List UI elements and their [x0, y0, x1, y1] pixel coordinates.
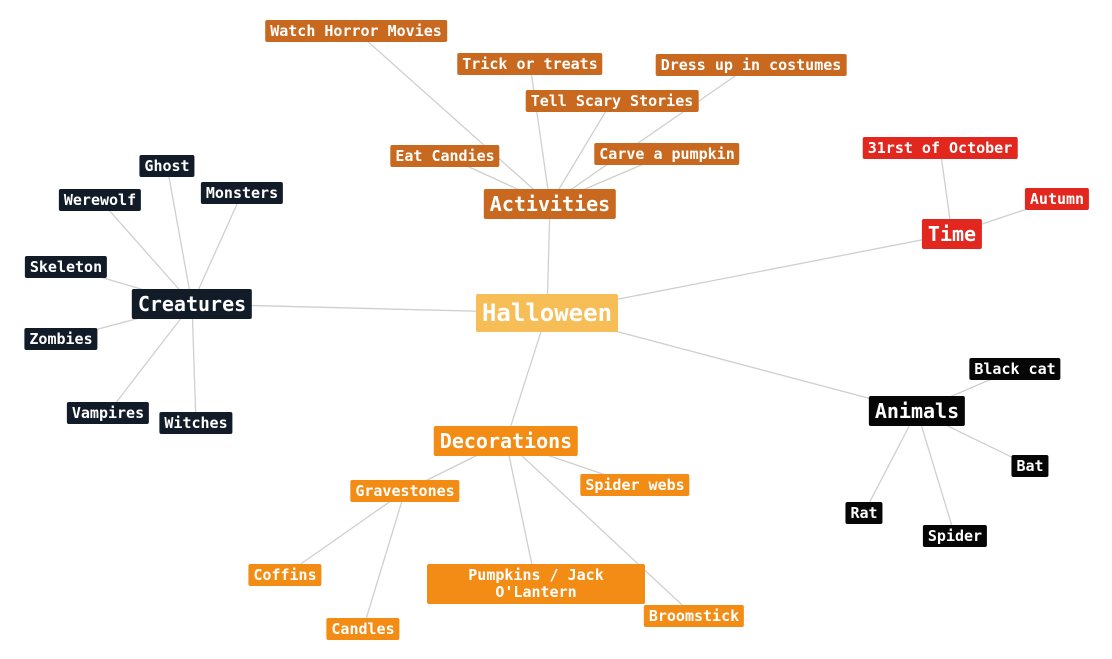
node-spider[interactable]: Spider	[922, 525, 988, 547]
node-31rst-of-october[interactable]: 31rst of October	[862, 137, 1018, 159]
node-creatures[interactable]: Creatures	[131, 289, 253, 319]
edge-decorations-pumpkins-jack-olantern	[505, 440, 537, 585]
node-trick-or-treats[interactable]: Trick or treats	[457, 53, 603, 75]
node-tell-scary-stories[interactable]: Tell Scary Stories	[525, 90, 699, 112]
edge-gravestones-coffins	[284, 490, 406, 576]
node-pumpkins-jack-olantern[interactable]: Pumpkins / Jack O'Lantern	[427, 564, 645, 604]
edge-animals-spider	[916, 410, 956, 537]
node-dress-up-in-costumes[interactable]: Dress up in costumes	[655, 54, 847, 76]
node-halloween[interactable]: Halloween	[475, 294, 619, 332]
edge-creatures-werewolf	[99, 199, 193, 305]
edge-creatures-monsters	[191, 192, 243, 305]
node-animals[interactable]: Animals	[868, 396, 966, 426]
node-decorations[interactable]: Decorations	[433, 426, 579, 456]
edge-activities-watch-horror-movies	[355, 30, 551, 205]
node-coffins[interactable]: Coffins	[248, 564, 322, 586]
node-activities[interactable]: Activities	[483, 189, 617, 219]
node-broomstick[interactable]: Broomstick	[643, 605, 745, 627]
edge-creatures-ghost	[166, 165, 193, 305]
edge-decorations-broomstick	[505, 440, 695, 617]
node-carve-a-pumpkin[interactable]: Carve a pumpkin	[594, 143, 740, 165]
node-ghost[interactable]: Ghost	[139, 155, 195, 177]
edge-halloween-decorations	[505, 312, 548, 442]
node-rat[interactable]: Rat	[845, 502, 883, 524]
node-skeleton[interactable]: Skeleton	[24, 256, 108, 278]
node-eat-candies[interactable]: Eat Candies	[390, 145, 500, 167]
edge-activities-trick-or-treats	[529, 63, 551, 205]
node-vampires[interactable]: Vampires	[66, 402, 150, 424]
node-black-cat[interactable]: Black cat	[969, 358, 1061, 380]
node-time[interactable]: Time	[921, 219, 983, 249]
node-spider-webs[interactable]: Spider webs	[580, 474, 690, 496]
edge-activities-dress-up-in-costumes	[549, 64, 752, 205]
node-werewolf[interactable]: Werewolf	[58, 189, 142, 211]
node-witches[interactable]: Witches	[159, 412, 233, 434]
node-gravestones[interactable]: Gravestones	[350, 480, 460, 502]
edge-animals-rat	[863, 410, 918, 514]
node-watch-horror-movies[interactable]: Watch Horror Movies	[265, 20, 447, 42]
node-autumn[interactable]: Autumn	[1024, 188, 1090, 210]
edge-gravestones-candles	[362, 490, 406, 630]
node-bat[interactable]: Bat	[1011, 455, 1049, 477]
edge-activities-tell-scary-stories	[549, 100, 613, 205]
node-monsters[interactable]: Monsters	[200, 182, 284, 204]
edge-creatures-vampires	[107, 303, 193, 414]
edge-creatures-witches	[191, 303, 197, 424]
node-zombies[interactable]: Zombies	[24, 328, 98, 350]
node-candles[interactable]: Candles	[326, 618, 400, 640]
